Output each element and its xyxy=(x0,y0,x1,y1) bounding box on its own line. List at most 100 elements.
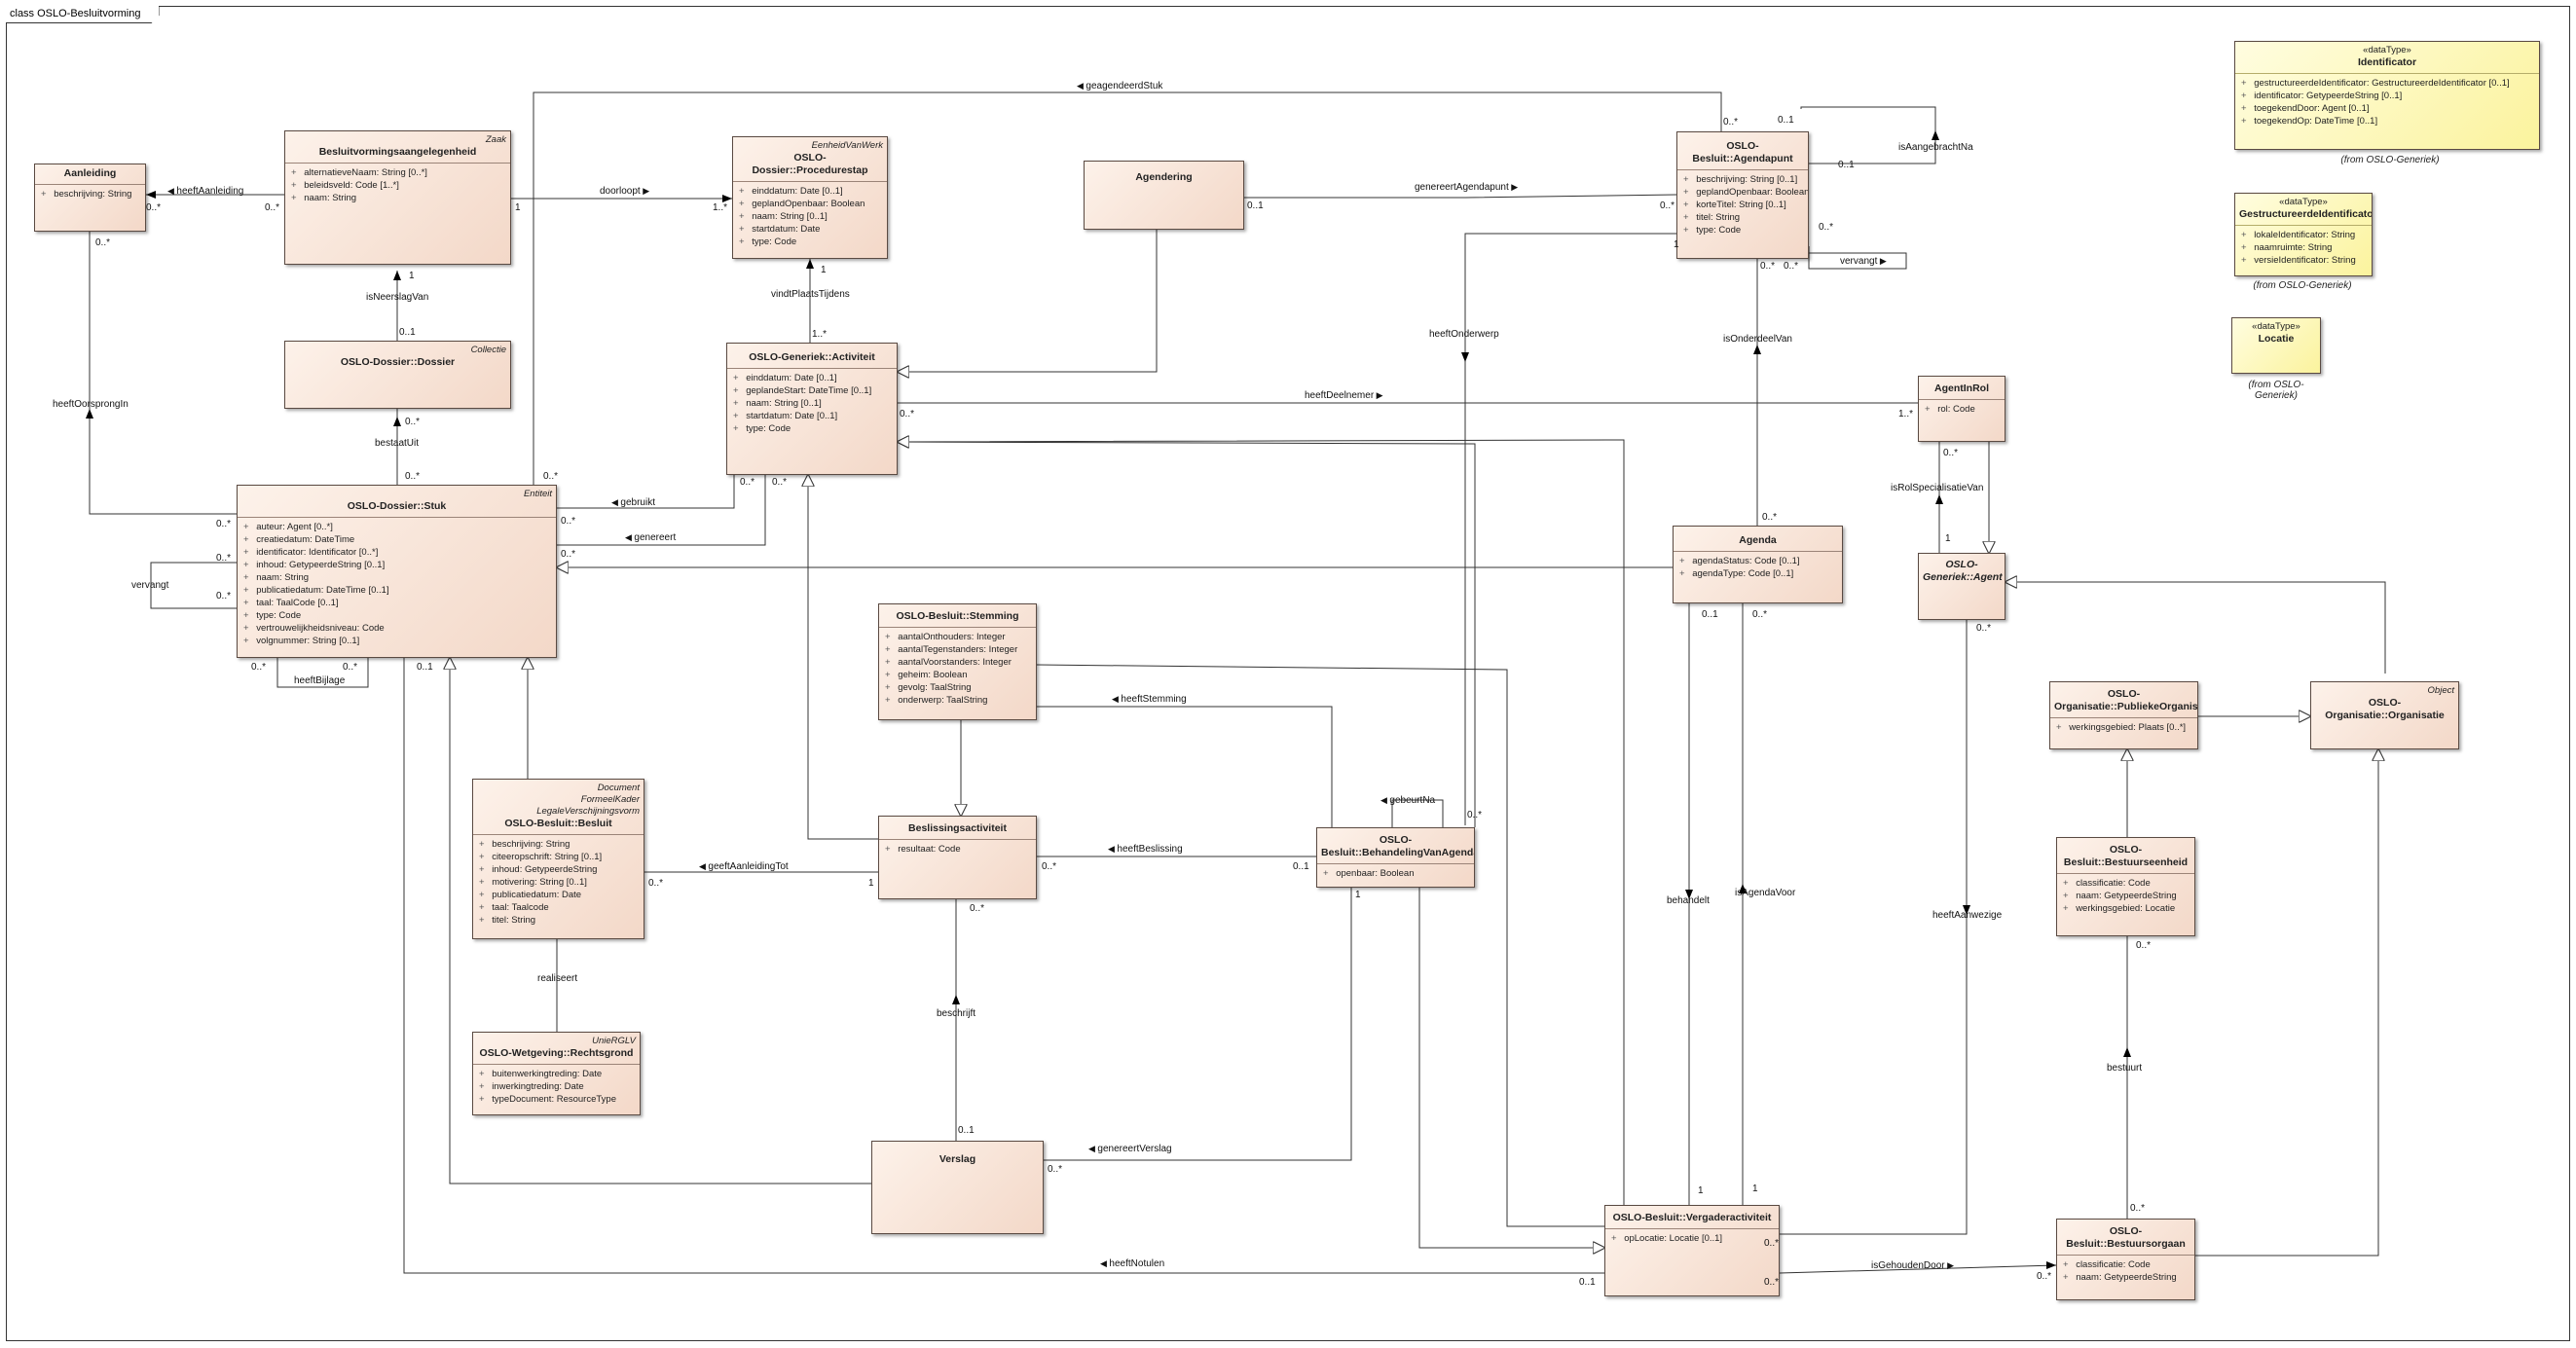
class-activiteit[interactable]: OSLO-Generiek::Activiteit einddatum: Dat… xyxy=(726,343,898,475)
datatype-name: Identificator xyxy=(2357,56,2417,68)
class-name: OSLO-Besluit::Bestuursorgaan xyxy=(2066,1225,2186,1250)
class-name: OSLO-Besluit::Stemming xyxy=(896,610,1019,622)
mult: 0..* xyxy=(1760,261,1776,272)
assoc-heeftonderwerp xyxy=(1464,233,1676,825)
label-isaangebrachtna: isAangebrachtNa xyxy=(1898,142,1973,153)
mult: 0..* xyxy=(405,471,421,482)
mult: 0..* xyxy=(1660,200,1675,211)
arrow-behandelt xyxy=(1685,890,1693,899)
label-geagendeerdstuk: ◀ geagendeerdStuk xyxy=(1077,81,1163,91)
label-isrolspecialisatievan: isRolSpecialisatieVan xyxy=(1891,483,1984,493)
label-genereertagendapunt: genereertAgendapunt ▶ xyxy=(1415,182,1519,193)
mult: 0..1 xyxy=(1838,160,1855,170)
gen-bestuursorgaan-organisatie xyxy=(2195,749,2378,1257)
mult: 1 xyxy=(515,202,521,213)
class-name: OSLO-Besluit::BehandelingVanAgendapunt xyxy=(1321,834,1474,858)
class-aanleiding[interactable]: Aanleiding beschrijving: String xyxy=(34,164,146,232)
mult: 0..* xyxy=(970,903,985,914)
mult: 1 xyxy=(1674,239,1679,250)
mult: 1 xyxy=(821,265,827,275)
class-agent[interactable]: OSLO-Generiek::Agent xyxy=(1918,553,2006,620)
mult: 0..1 xyxy=(1293,861,1309,872)
mult: 1 xyxy=(1752,1184,1758,1194)
class-name: OSLO-Organisatie::Organisatie xyxy=(2325,697,2445,721)
class-name: OSLO-Wetgeving::Rechtsgrond xyxy=(479,1047,634,1059)
class-name: Agenda xyxy=(1739,534,1777,546)
class-behandelingvanagendapunt[interactable]: OSLO-Besluit::BehandelingVanAgendapunt o… xyxy=(1316,827,1475,888)
label-genereert: ◀ genereert xyxy=(625,532,677,543)
class-stemming[interactable]: OSLO-Besluit::Stemming aantalOnthouders:… xyxy=(878,603,1037,720)
arrow-heeftonderwerp xyxy=(1461,352,1469,362)
class-beslissingsactiviteit[interactable]: Beslissingsactiviteit resultaat: Code xyxy=(878,816,1037,899)
mult: 0..* xyxy=(216,553,232,564)
label-beschrijft: beschrijft xyxy=(937,1008,976,1019)
mult: 1 xyxy=(1945,533,1951,544)
class-name: Besluitvormingsaangelegenheid xyxy=(318,146,477,158)
class-besluit[interactable]: Document FormeelKader LegaleVerschijning… xyxy=(472,779,644,939)
datatype-locatie[interactable]: «dataType»Locatie xyxy=(2231,317,2321,374)
arrow-isonderdeelvan xyxy=(1753,345,1761,354)
mult: 0..* xyxy=(343,662,358,673)
arrow-heeftoorsprongin xyxy=(86,409,93,419)
label-vervangt-agendapunt: vervangt ▶ xyxy=(1840,256,1887,267)
mult: 0..* xyxy=(2130,1203,2146,1214)
mult: 0..* xyxy=(2136,940,2152,951)
mult: 0..* xyxy=(1723,117,1739,128)
label-isgehoudendoor: isGehoudenDoor ▶ xyxy=(1871,1260,1955,1271)
datatype-name: GestructureerdeIdentificator xyxy=(2239,208,2373,220)
class-agendapunt[interactable]: OSLO-Besluit::Agendapunt beschrijving: S… xyxy=(1676,131,1809,259)
from-note-locatie: (from OSLO- Generiek) xyxy=(2248,380,2304,401)
mult: 1..* xyxy=(812,329,828,340)
mult: 0..* xyxy=(405,417,421,427)
arrow-isaangebrachtna xyxy=(1932,130,1939,140)
assoc-stemming-vergader xyxy=(1036,664,1604,1227)
class-name: OSLO-Organisatie::PubliekeOrganisatie xyxy=(2054,688,2198,712)
label-vindtplaatstijdens: vindtPlaatsTijdens xyxy=(771,289,850,300)
label-heeftnotulen: ◀ heeftNotulen xyxy=(1100,1258,1165,1269)
arrow-beschrijft xyxy=(952,995,960,1004)
class-agentinrol[interactable]: AgentInRol rol: Code xyxy=(1918,376,2006,442)
mult: 1 xyxy=(868,878,874,889)
from-note-identificator: (from OSLO-Generiek) xyxy=(2340,155,2440,165)
class-bestuursorgaan[interactable]: OSLO-Besluit::Bestuursorgaan classificat… xyxy=(2056,1219,2195,1300)
label-isonderdeelvan: isOnderdeelVan xyxy=(1723,334,1792,345)
class-vergaderactiviteit[interactable]: OSLO-Besluit::Vergaderactiviteit opLocat… xyxy=(1604,1205,1780,1296)
label-isagendavoor: isAgendaVoor xyxy=(1735,888,1796,898)
mult: 0..* xyxy=(216,519,232,529)
datatype-identificator[interactable]: «dataType»Identificator gestructureerdeI… xyxy=(2234,41,2540,150)
diagram-title: class OSLO-Besluitvorming xyxy=(6,6,160,23)
diagram-frame xyxy=(6,6,2570,1341)
class-name: OSLO-Besluit::Vergaderactiviteit xyxy=(1612,1212,1772,1223)
mult: 0..* xyxy=(1467,810,1483,820)
label-isneerslagvan: isNeerslagVan xyxy=(366,292,429,303)
class-name: OSLO-Generiek::Activiteit xyxy=(749,351,875,363)
class-agendering[interactable]: Agendering xyxy=(1084,161,1244,230)
class-verslag[interactable]: Verslag xyxy=(871,1141,1044,1234)
mult: 0..1 xyxy=(1702,609,1718,620)
gen-behandeling-activiteit xyxy=(898,442,1476,827)
class-publiekeorganisatie[interactable]: OSLO-Organisatie::PubliekeOrganisatie we… xyxy=(2049,681,2198,749)
assoc-heeftaanwezige xyxy=(1780,620,1968,1235)
assoc-genereertverslag xyxy=(1044,881,1352,1161)
datatype-gestructureerdeidentificator[interactable]: «dataType»GestructureerdeIdentificator l… xyxy=(2234,193,2373,276)
label-gebruikt: ◀ gebruikt xyxy=(611,497,655,508)
arrow-heeftaanwezige xyxy=(1963,905,1970,915)
label-behandelt: behandelt xyxy=(1667,895,1710,906)
mult: 0..* xyxy=(1042,861,1057,872)
mult: 0..* xyxy=(1752,609,1768,620)
mult: 0..* xyxy=(1784,261,1799,272)
class-agenda[interactable]: Agenda agendaStatus: Code [0..1] agendaT… xyxy=(1673,526,1843,603)
arrow-heeftaanleiding xyxy=(146,191,156,199)
label-heeftaanleiding: ◀ heeftAanleiding xyxy=(167,186,244,197)
label-heeftbijlage: heeftBijlage xyxy=(294,675,346,686)
mult: 0..* xyxy=(900,409,915,419)
label-geeftaanleidingtot: ◀ geeftAanleidingTot xyxy=(699,861,789,872)
class-bestuurseenheid[interactable]: OSLO-Besluit::Bestuurseenheid classifica… xyxy=(2056,837,2195,936)
label-realiseert: realiseert xyxy=(537,973,578,984)
